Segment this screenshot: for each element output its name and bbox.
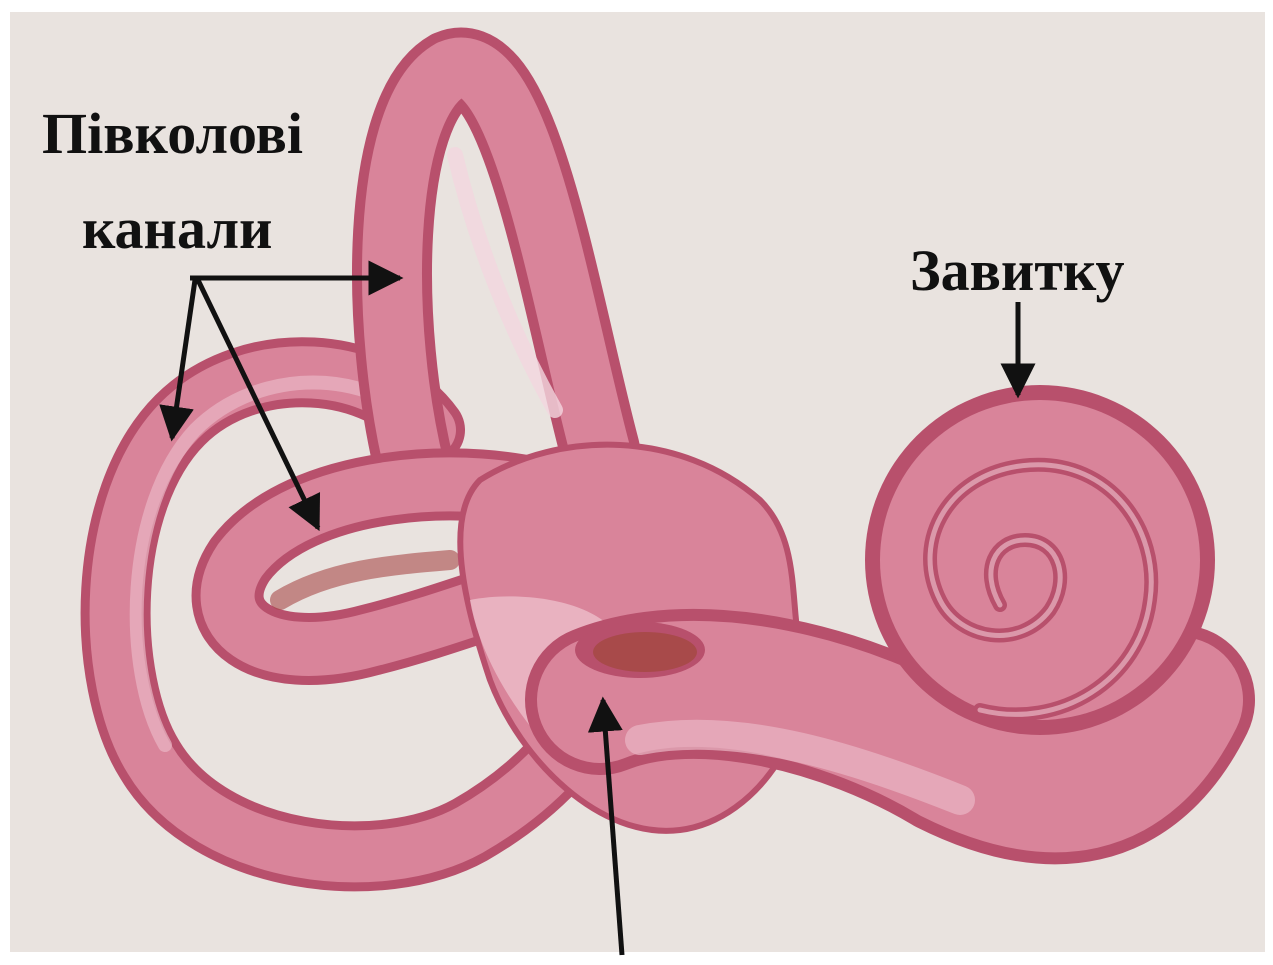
anterior-semicircular-canal — [392, 68, 600, 470]
semicircular-canals-label-line2: канали — [82, 200, 272, 258]
oval-window — [575, 622, 705, 678]
cochlea — [865, 385, 1215, 735]
cochlea-label: Завитку — [910, 242, 1124, 300]
semicircular-canals-label-line1: Півколові — [42, 105, 303, 163]
